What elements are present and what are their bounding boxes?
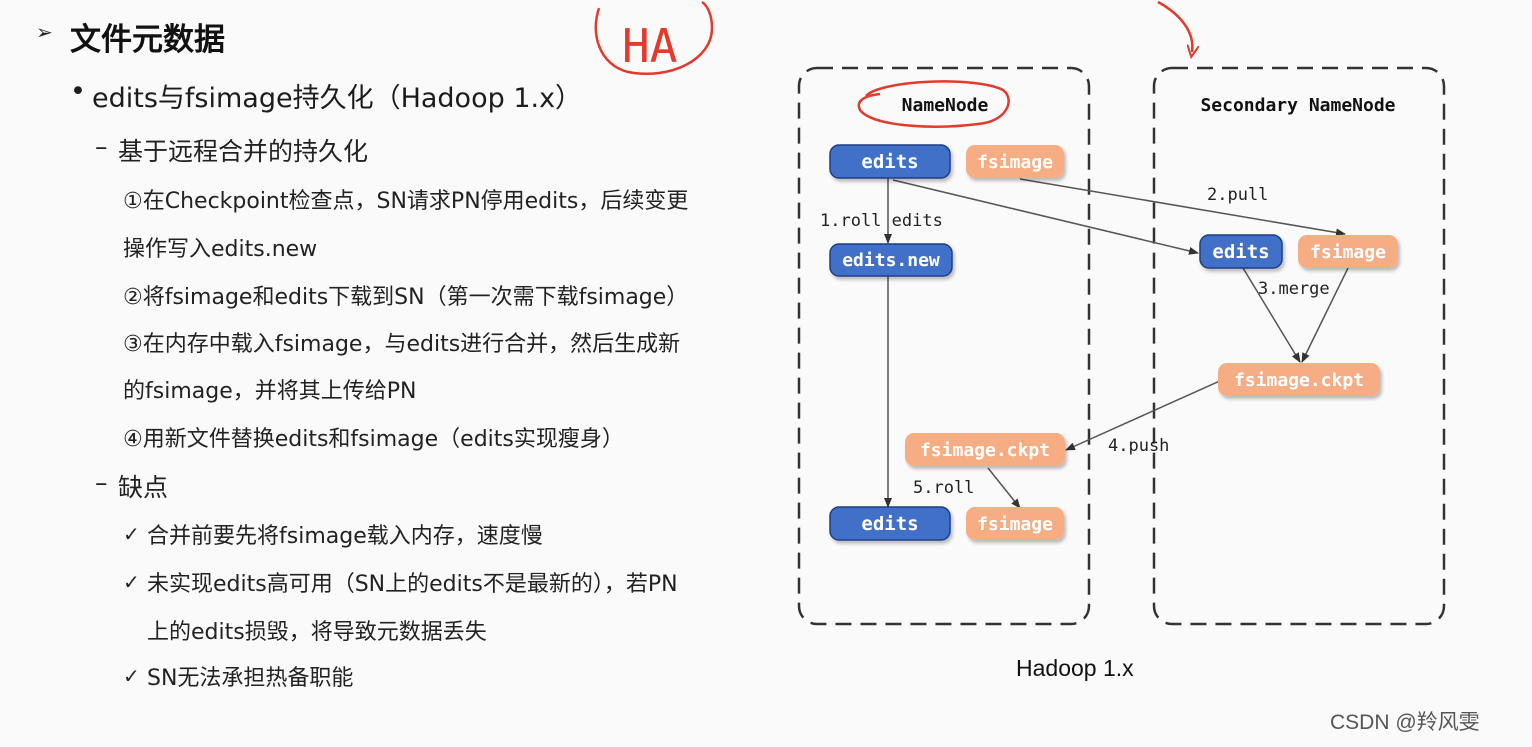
ha-annotation: HA — [622, 19, 677, 73]
nn-fsimage-after-label: fsimage — [977, 514, 1053, 535]
section1-title: 基于远程合并的持久化 — [118, 137, 369, 166]
nn-fsimage-node-after: fsimage — [966, 507, 1064, 540]
secondary-namenode-title: Secondary NameNode — [1200, 95, 1395, 116]
sn-fsimage-node: fsimage — [1298, 235, 1398, 268]
nn-fsimage-label: fsimage — [977, 152, 1053, 173]
nn-edits-label: edits — [861, 151, 918, 173]
drawback-line: SN无法承担热备职能 — [147, 666, 354, 691]
red-circle-annotation — [857, 80, 1010, 128]
step-label-pull: 2.pull — [1207, 185, 1268, 205]
dash-marker: – — [95, 468, 108, 497]
nn-edits-node-after: edits — [829, 506, 951, 541]
bullet-title: edits与fsimage持久化（Hadoop 1.x） — [92, 83, 583, 114]
step-label-roll-edits: 1.roll edits — [820, 211, 943, 231]
diagram-caption: Hadoop 1.x — [1016, 655, 1134, 681]
secondary-namenode-container — [1152, 66, 1446, 626]
nn-fsimage-node: fsimage — [966, 145, 1064, 178]
step-line: ①在Checkpoint检查点，SN请求PN停用edits，后续变更 — [123, 189, 689, 214]
step-line: ②将fsimage和edits下载到SN（第一次需下载fsimage） — [123, 285, 689, 310]
arrow-roll — [987, 467, 1021, 509]
sn-edits-node: edits — [1199, 234, 1283, 269]
arrow-bullet-icon: ➢ — [36, 20, 53, 44]
bullet-dot: • — [70, 76, 86, 107]
arrow-pull-fsimage — [1019, 178, 1346, 237]
red-arrow-annotation — [1157, 0, 1192, 52]
check-icon: ✓ — [123, 664, 140, 688]
step-label-roll: 5.roll — [913, 478, 974, 498]
nn-edits-node: edits — [829, 144, 951, 179]
drawback-line: 上的edits损毁，将导致元数据丢失 — [147, 620, 487, 645]
nn-fsimage-ckpt-label: fsimage.ckpt — [920, 440, 1050, 461]
csdn-watermark: CSDN @羚风雯 — [1330, 711, 1480, 734]
page-title: 文件元数据 — [70, 22, 225, 58]
drawback-line: 未实现edits高可用（SN上的edits不是最新的），若PN — [147, 572, 678, 597]
namenode-container — [797, 66, 1091, 626]
nn-edits-new-label: edits.new — [842, 250, 940, 271]
sn-fsimage-label: fsimage — [1310, 242, 1386, 263]
sn-fsimage-ckpt-node: fsimage.ckpt — [1218, 363, 1380, 396]
namenode-title: NameNode — [902, 95, 989, 116]
section2-title: 缺点 — [118, 473, 169, 502]
step-line: ③在内存中载入fsimage，与edits进行合并，然后生成新 — [123, 332, 681, 357]
check-icon: ✓ — [123, 570, 140, 594]
check-icon: ✓ — [123, 522, 140, 546]
nn-edits-after-label: edits — [861, 513, 918, 535]
arrow-push — [1065, 379, 1223, 451]
step-label-push: 4.push — [1108, 436, 1169, 456]
sn-fsimage-ckpt-label: fsimage.ckpt — [1234, 370, 1364, 391]
drawback-line: 合并前要先将fsimage载入内存，速度慢 — [147, 524, 543, 549]
step-line: 操作写入edits.new — [123, 237, 318, 262]
red-ha-circle — [594, 0, 714, 75]
step-label-merge: 3.merge — [1258, 279, 1330, 299]
sn-edits-label: edits — [1212, 241, 1269, 263]
nn-fsimage-ckpt-node: fsimage.ckpt — [905, 433, 1065, 466]
dash-marker: – — [95, 132, 108, 161]
step-line: 的fsimage，并将其上传给PN — [123, 379, 417, 404]
arrow-merge-fsimage — [1301, 267, 1349, 363]
step-line: ④用新文件替换edits和fsimage（edits实现瘦身） — [123, 427, 624, 452]
arrow-merge-edits — [1242, 267, 1301, 363]
nn-edits-new-node: edits.new — [829, 243, 953, 277]
arrow-edits-to-sn — [892, 179, 1199, 255]
